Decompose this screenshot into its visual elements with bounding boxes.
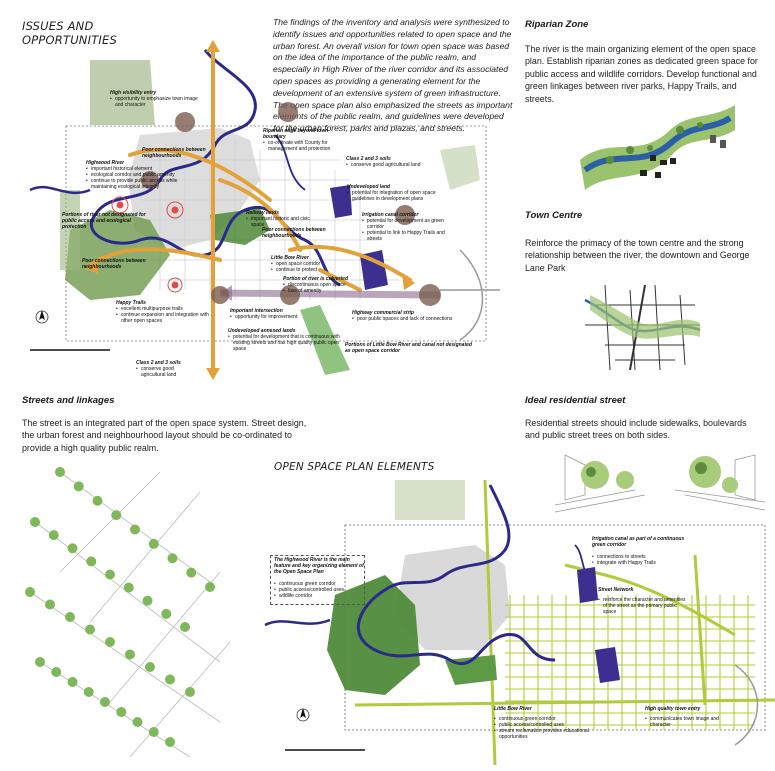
street-tree: [67, 677, 78, 687]
label-poor-connections-1: Poor connections between neighbourhoods: [142, 147, 206, 159]
street-tree: [185, 687, 195, 697]
label-high-visibility: High visibility entry opportunity to emp…: [110, 90, 200, 108]
street-tree: [111, 510, 122, 521]
street-tree: [205, 582, 215, 592]
issues-title: ISSUES AND OPPORTUNITIES: [22, 19, 117, 47]
street-tree: [130, 524, 140, 535]
label-class23-bottom: Class 2 and 3 soils conserve good agricu…: [136, 360, 196, 378]
riparian-body: The river is the main organizing element…: [525, 44, 758, 104]
street-tree: [48, 530, 59, 541]
label-poor-connections-2: Poor connections between neighbourhoods: [82, 258, 146, 270]
street-tree: [142, 595, 153, 606]
issues-intro: The findings of the inventory and analys…: [273, 17, 513, 134]
town-centre-title: Town Centre: [525, 210, 583, 221]
orange-arrows: [88, 43, 412, 377]
label-annexed: Undeveloped annexed lands potential for …: [228, 328, 343, 352]
plan-map: [264, 479, 775, 766]
label-portions-river: Portions of river not designated for pub…: [62, 212, 146, 230]
streets-title: Streets and linkages: [22, 395, 115, 406]
field-patch: [90, 60, 155, 125]
label-riparian-beyond: Riparian edge beyond town boundary co-or…: [263, 128, 335, 152]
label-little-bow: Little Bow River open space corridor con…: [271, 255, 341, 273]
plan-label-highwood: The Highwood River is the main feature a…: [274, 557, 366, 599]
streets-illustration: [25, 467, 231, 758]
street-tree: [45, 599, 55, 610]
street-tree: [165, 737, 175, 747]
street-tree: [30, 517, 40, 527]
plan-green-park: [327, 575, 420, 695]
street-tree: [35, 657, 45, 667]
label-undeveloped: Undeveloped land potential for integrati…: [347, 184, 442, 202]
plan-label-street-network: Street Network reinforce the character a…: [598, 587, 688, 615]
street-tree: [25, 587, 35, 597]
residential-street-illustration: [554, 454, 766, 513]
street-tree: [85, 624, 95, 635]
street-tree: [125, 649, 135, 660]
street-tree: [165, 674, 175, 685]
label-irrigation: Irrigation canal corridor potential for …: [362, 212, 457, 242]
plan-label-irrigation: Irrigation canal as part of a continuous…: [592, 536, 687, 566]
north-arrow: [35, 310, 49, 324]
green-park: [65, 210, 170, 300]
street-tree: [145, 662, 155, 672]
street-tree: [105, 569, 115, 580]
street-tree: [132, 717, 143, 727]
plan-label-town-entry: High quality town entry communicates tow…: [645, 706, 735, 728]
street-tree: [67, 543, 78, 554]
town-centre-body: Reinforce the primacy of the town centre…: [525, 238, 750, 273]
street-tree: [180, 622, 190, 632]
residential-body: Residential streets should include sidew…: [525, 418, 747, 441]
plan-title: OPEN SPACE PLAN ELEMENTS: [274, 461, 435, 473]
plan-callout-frame-left: [270, 555, 365, 605]
street-tree: [55, 467, 65, 477]
street-tree: [186, 567, 197, 578]
riparian-illustration: [580, 105, 735, 190]
streets-body: The street is an integrated part of the …: [22, 418, 307, 453]
street-tree: [148, 538, 159, 549]
street-tree: [100, 697, 110, 707]
label-class23-top: Class 2 and 3 soils conserve good agricu…: [346, 156, 441, 168]
label-railway: Railway lands important historic and civ…: [246, 210, 316, 228]
street-tree: [105, 637, 115, 647]
lake-2: [360, 250, 388, 290]
street-tree: [65, 612, 75, 622]
riparian-title: Riparian Zone: [525, 19, 589, 30]
plan-label-little-bow: Little Bow River continuous green corrid…: [494, 706, 594, 740]
street-tree: [167, 553, 178, 564]
street-tree: [86, 556, 97, 567]
label-happy-trails: Happy Trails excellent multipurpose trai…: [116, 300, 211, 324]
street-tree: [148, 727, 159, 737]
red-stars: [111, 196, 184, 293]
label-highway-strip: Highway commercial strip poor public spa…: [352, 310, 482, 322]
town-centre-illustration: [584, 284, 701, 371]
label-lbr-canal: Portions of Little Bow River and canal n…: [345, 342, 472, 354]
label-poor-connections-3: Poor connections between neighbourhoods: [262, 227, 326, 239]
label-culverted: Portion of river is culverted discontinu…: [283, 276, 363, 294]
street-tree: [161, 608, 172, 619]
street-tree: [123, 582, 134, 593]
label-intersection: Important intersection opportunity for i…: [230, 308, 310, 320]
street-tree: [83, 687, 94, 697]
street-tree: [51, 667, 62, 677]
residential-title: Ideal residential street: [525, 395, 626, 406]
street-tree: [73, 481, 84, 492]
street-tree: [92, 495, 103, 506]
street-tree: [116, 707, 127, 717]
label-highwood-river: Highwood River important historical elem…: [86, 160, 196, 190]
